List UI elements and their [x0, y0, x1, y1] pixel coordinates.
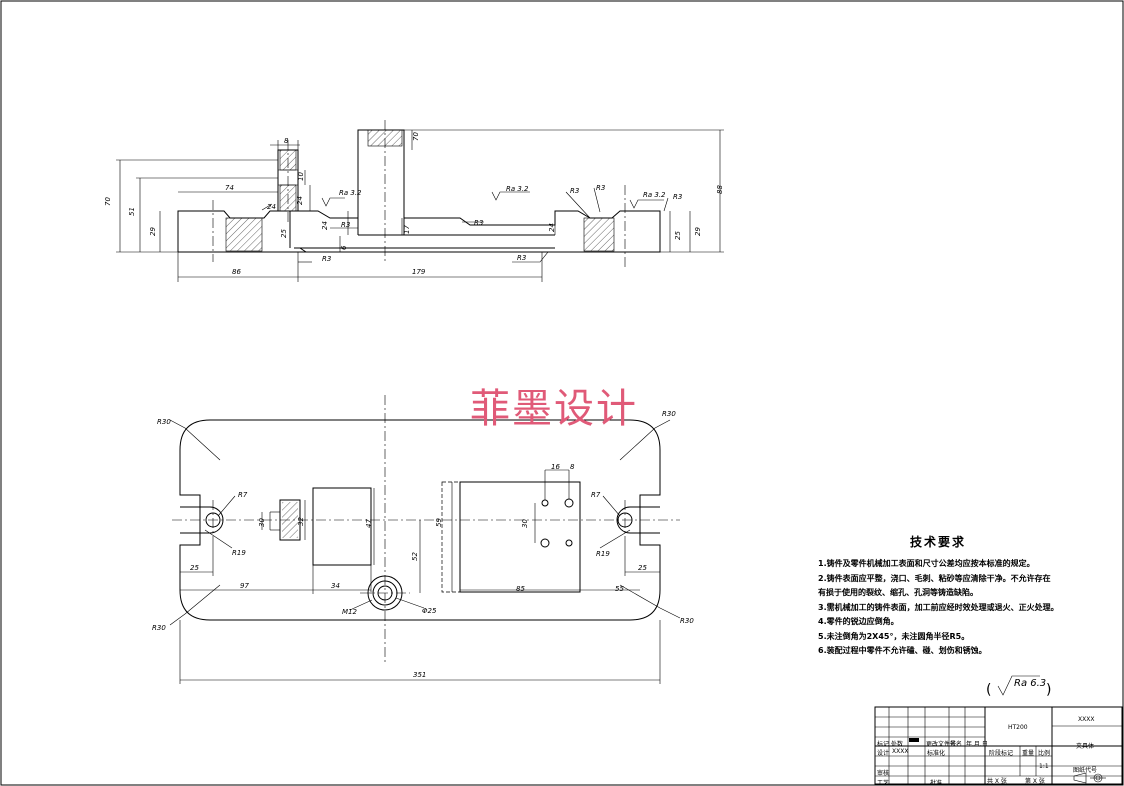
tb-drawing-no: 图纸代号 [1073, 767, 1098, 774]
paren-right: ) [1046, 682, 1051, 698]
dim-51: 51 [128, 207, 136, 216]
r30-tr: R30 [662, 410, 676, 418]
tb-weight: 重量 [1022, 750, 1035, 757]
tb-sheet-no: 第 X 张 [1025, 778, 1045, 785]
dim-47: 47 [365, 519, 373, 528]
ra-32-c: Ra 3.2 [643, 191, 666, 199]
tb-part-name: 夹具体 [1076, 743, 1095, 750]
tb-mark: 标记 [877, 741, 890, 748]
dim-70: 70 [104, 197, 112, 206]
ra-32-a: Ra 3.2 [339, 189, 362, 197]
tech-requirement-3: 3.需机械加工的铸件表面，加工前应经时效处理或退火、正火处理。 [818, 602, 1059, 612]
tb-designer: 设计 [877, 750, 890, 757]
r19-r: R19 [596, 550, 610, 558]
r19-l: R19 [232, 549, 246, 557]
tb-date: 年.月.日 [966, 741, 988, 748]
top-view: R30 R30 R7 R7 R19 R19 30 32 47 52 59 30 … [152, 395, 694, 684]
tb-designer-value: XXXX [892, 748, 909, 755]
r3-e: R3 [570, 187, 579, 195]
dim-179: 179 [412, 268, 426, 276]
dim-70b: 70 [412, 132, 420, 141]
tb-scale-label: 比例 [1038, 750, 1051, 757]
dim-55: 55 [615, 585, 624, 593]
dim-25r: 25 [638, 564, 647, 572]
tech-requirement-5: 5.未注倒角为2X45°，未注圆角半径R5。 [818, 631, 970, 641]
tb-count: 处数 [891, 741, 904, 748]
tb-project: XXXX [1078, 716, 1095, 723]
dim-24b: 24 [267, 203, 276, 211]
r30-br: R30 [680, 617, 694, 625]
dim-88: 88 [716, 185, 724, 194]
dim-32: 32 [297, 517, 305, 526]
tb-sheets: 共 X 张 [987, 778, 1007, 785]
dim-16: 16 [551, 463, 560, 471]
dim-30a: 30 [258, 518, 266, 527]
r3-a: R3 [341, 221, 350, 229]
tech-requirement-2b: 有损于使用的裂纹、缩孔、孔洞等铸造缺陷。 [818, 588, 978, 597]
dim-6: 6 [340, 245, 348, 250]
ra-32-b: Ra 3.2 [506, 185, 529, 193]
dim-74: 74 [225, 184, 234, 192]
tech-requirement-2: 2.铸件表面应平整，浇口、毛刺、粘砂等应清除干净。不允许存在 [818, 573, 1051, 583]
r3-b: R3 [322, 255, 331, 263]
dim-24d: 24 [548, 223, 556, 232]
dim-34: 34 [331, 582, 340, 590]
dim-8b: 8 [570, 463, 575, 471]
dim-24c: 24 [321, 221, 329, 230]
dim-10: 10 [297, 172, 305, 181]
front-section-view: 70 51 29 8 10 74 24 24 25 24 Ra 3.2 R3 6… [104, 120, 724, 282]
tech-requirement-1: 1.铸件及零件机械加工表面和尺寸公差均应按本标准的规定。 [818, 559, 1035, 568]
tb-approve: 批准 [930, 780, 943, 786]
tb-scale-value: 1:1 [1039, 763, 1049, 770]
dim-52: 52 [411, 552, 419, 561]
dim-25r: 25 [674, 231, 682, 240]
tb-stage: 阶段标记 [989, 750, 1014, 757]
dim-25l: 25 [190, 564, 199, 572]
dim-97: 97 [240, 582, 249, 590]
tb-change: 更改文件号 [926, 741, 957, 748]
tb-sign: 签名 [950, 741, 963, 748]
dim-30b: 30 [521, 519, 529, 528]
dim-24a: 24 [296, 196, 304, 205]
r3-g: R3 [673, 193, 682, 201]
tb-process: 工艺 [877, 780, 890, 786]
r7-r: R7 [591, 491, 601, 499]
tb-review: 审核 [877, 770, 890, 777]
dia-25: Φ25 [422, 607, 437, 615]
title-block [874, 706, 1123, 785]
r3-f: R3 [596, 184, 605, 192]
tb-std: 标准化 [927, 750, 946, 757]
dim-351: 351 [413, 671, 426, 679]
r3-c: R3 [517, 254, 526, 262]
dim-85: 85 [516, 585, 525, 593]
r30-bl: R30 [152, 624, 166, 632]
thread-m12: M12 [342, 608, 357, 616]
dim-59: 59 [435, 518, 443, 527]
tech-requirements-title: 技术要求 [910, 535, 967, 549]
dim-8: 8 [284, 137, 289, 145]
tech-requirement-4: 4.零件的锐边应倒角。 [818, 617, 899, 626]
dim-29r: 29 [694, 227, 702, 236]
r3-d: R3 [474, 219, 483, 227]
tech-requirement-6: 6.装配过程中零件不允许磕、碰、划伤和锈蚀。 [818, 646, 987, 655]
dim-17: 17 [403, 225, 411, 234]
dim-29: 29 [149, 227, 157, 236]
general-roughness: Ra 6.3 [1014, 678, 1047, 689]
paren-left: ( [986, 682, 991, 698]
tech-requirements-list: 1.铸件及零件机械加工表面和尺寸公差均应按本标准的规定。 2.铸件表面应平整，浇… [818, 557, 1059, 659]
tb-material: HT200 [1008, 724, 1028, 731]
watermark: 菲墨设计 [470, 386, 638, 432]
dim-25: 25 [280, 229, 288, 238]
r30-tl: R30 [157, 418, 171, 426]
r7-l: R7 [238, 491, 248, 499]
dim-86: 86 [232, 268, 241, 276]
